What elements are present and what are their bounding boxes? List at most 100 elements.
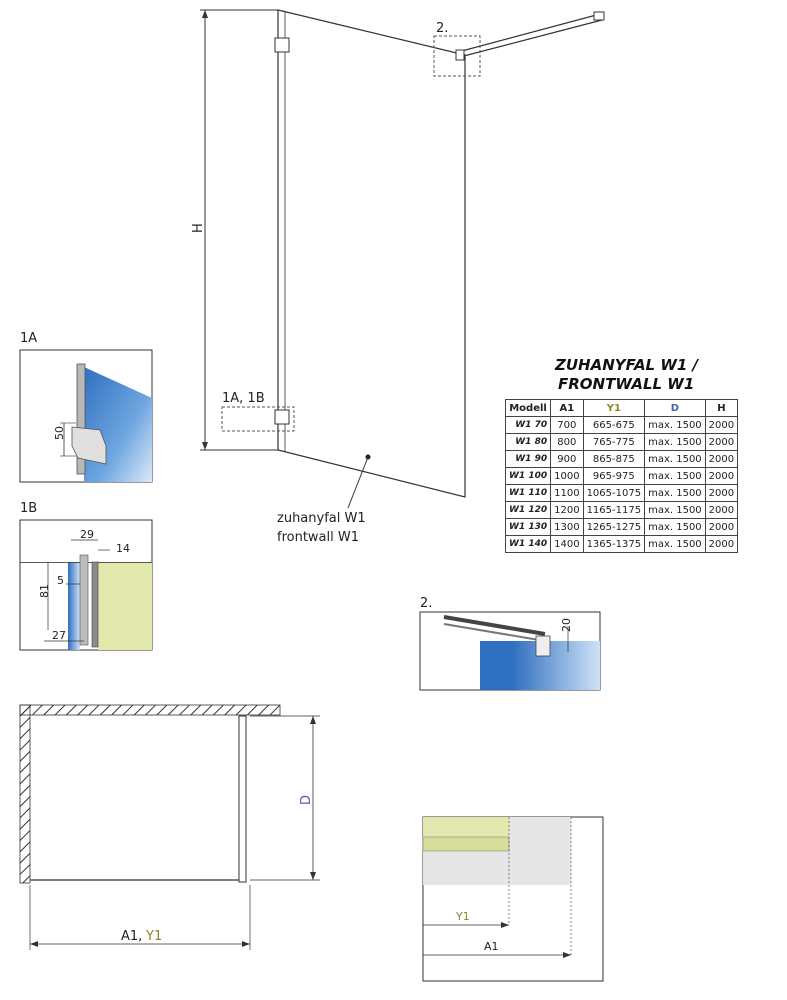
spec-table-title-line2: FRONTWALL W1 [558,375,694,393]
model-cell: W1 120 [504,501,552,519]
d-cell: max. 1500 [644,450,706,468]
model-cell: W1 130 [504,518,552,536]
product-label-line1: zuhanyfal W1 [277,511,366,526]
stabilizer-bar [457,13,601,53]
model-cell: W1 90 [504,450,552,468]
bracket-icon [71,426,107,465]
spec-table-title-line1: ZUHANYFAL W1 / [554,356,700,374]
width-label-a1: A1, [121,929,142,944]
y1-cell: 1265-1275 [582,518,646,536]
a1-cell: 1100 [550,484,584,502]
model-cell: W1 70 [504,416,552,434]
detail-1b-dim-14: 14 [116,542,130,555]
y1-cell: 1365-1375 [582,535,646,553]
detail-2-callout [433,35,481,77]
wall-section [98,562,152,650]
h-cell: 2000 [704,467,739,485]
height-label: H [191,223,206,233]
glass-plan [238,715,247,883]
a1-cell: 1200 [550,501,584,519]
d-cell: max. 1500 [644,535,706,553]
table-row: W1 120 1200 1165-1175 max. 1500 2000 [504,501,739,519]
glass-pane [480,641,512,690]
detail-2-callout-label: 2. [436,21,448,36]
h-cell: 2000 [704,416,739,434]
table-row: W1 80 800 765-775 max. 1500 2000 [504,433,739,451]
side-wall-hatch [19,704,31,884]
section-a1-label: A1 [484,940,499,953]
main-elevation: H 2. 1A, 1B zuhanyfal W1 frontwall W1 [191,9,605,545]
h-cell: 2000 [704,501,739,519]
detail-1a: 1A 50 [19,331,153,483]
a1-cell: 1400 [550,535,584,553]
glass-section [68,562,80,650]
model-cell: W1 110 [504,484,552,502]
plan-view: D A1, Y1 [19,704,320,950]
detail-1b: 1B 29 14 5 81 27 [19,501,153,651]
detail-1a-title: 1A [20,331,37,346]
a1-cell: 900 [550,450,584,468]
model-cell: W1 80 [504,433,552,451]
col-header-y1: Y1 [582,399,646,417]
bottom-bracket-icon [274,409,290,425]
detail-1b-dim-29: 29 [80,528,94,541]
h-cell: 2000 [704,535,739,553]
detail-1a1b-callout-label: 1A, 1B [222,391,265,406]
d-cell: max. 1500 [644,416,706,434]
a1-cell: 1300 [550,518,584,536]
table-row: W1 100 1000 965-975 max. 1500 2000 [504,467,739,485]
y1-cell: 965-975 [582,467,646,485]
detail-2-title: 2. [420,596,432,611]
glass-panel [277,9,466,498]
a1-cell: 700 [550,416,584,434]
bar-connector-icon [535,635,551,657]
h-cell: 2000 [704,433,739,451]
detail-1b-dim-27: 27 [52,629,66,642]
d-cell: max. 1500 [644,433,706,451]
y1-cell: 1165-1175 [582,501,646,519]
detail-2-dimension: 20 [560,618,573,632]
profile-section [79,554,89,646]
spec-table: Modell A1 Y1 D H W1 70 700 665-675 max. … [504,399,739,553]
h-cell: 2000 [704,518,739,536]
top-bracket-icon [274,37,290,53]
model-cell: W1 100 [504,467,552,485]
col-header-model: Modell [504,399,552,417]
y1-cell: 1065-1075 [582,484,646,502]
col-header-h: H [704,399,739,417]
h-cell: 2000 [704,484,739,502]
y1-cell: 865-875 [582,450,646,468]
wall-profile [76,363,86,475]
section-y1-label: Y1 [455,910,470,923]
table-row: W1 110 1100 1065-1075 max. 1500 2000 [504,484,739,502]
depth-label: D [299,795,314,805]
stabilizer-bar [443,615,546,636]
y1-cell: 765-775 [582,433,646,451]
d-cell: max. 1500 [644,484,706,502]
detail-1b-dim-5: 5 [57,574,64,587]
col-header-d: D [644,399,706,417]
table-row: W1 140 1400 1365-1375 max. 1500 2000 [504,535,739,553]
width-label-y1: Y1 [145,929,162,944]
spec-table-header-row: Modell A1 Y1 D H [504,399,739,417]
a1-cell: 800 [550,433,584,451]
d-cell: max. 1500 [644,467,706,485]
detail-1b-title: 1B [20,501,37,516]
table-row: W1 90 900 865-875 max. 1500 2000 [504,450,739,468]
table-row: W1 70 700 665-675 max. 1500 2000 [504,416,739,434]
detail-1b-dim-81: 81 [38,584,51,598]
section-view: Y1 A1 [422,816,604,982]
product-leader-line [347,456,369,509]
detail-1a-dimension: 50 [53,426,66,440]
detail-1a1b-callout [221,406,295,432]
detail-2: 2. 20 [419,596,601,691]
h-cell: 2000 [704,450,739,468]
d-cell: max. 1500 [644,518,706,536]
table-row: W1 130 1300 1265-1275 max. 1500 2000 [504,518,739,536]
col-header-a1: A1 [550,399,584,417]
wall-section [423,817,509,837]
back-wall-hatch [19,704,281,716]
y1-cell: 665-675 [582,416,646,434]
d-cell: max. 1500 [644,501,706,519]
